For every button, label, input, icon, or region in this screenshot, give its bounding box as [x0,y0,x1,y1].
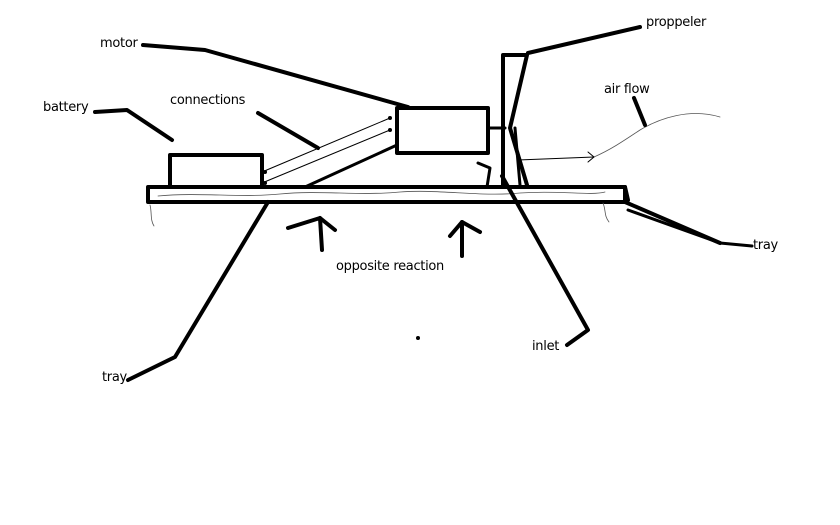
battery [168,153,264,189]
label-opposite-reaction: opposite reaction [336,259,444,274]
opposite-reaction-arrows [286,216,482,258]
dot [416,336,420,340]
label-inlet: inlet [532,339,560,354]
propeller [476,53,529,189]
label-propeller: proppeler [646,15,707,30]
motor [303,106,507,189]
tray-platform [146,185,722,245]
leader-lines [93,25,754,382]
connection-wires [261,116,392,185]
label-tray-right: tray [753,238,778,253]
label-connections: connections [170,93,246,108]
air-flow-arrow [517,113,721,163]
label-motor: motor [100,36,138,51]
label-battery: battery [43,100,89,115]
label-air-flow: air flow [604,82,650,97]
label-tray-left: tray [102,370,127,385]
